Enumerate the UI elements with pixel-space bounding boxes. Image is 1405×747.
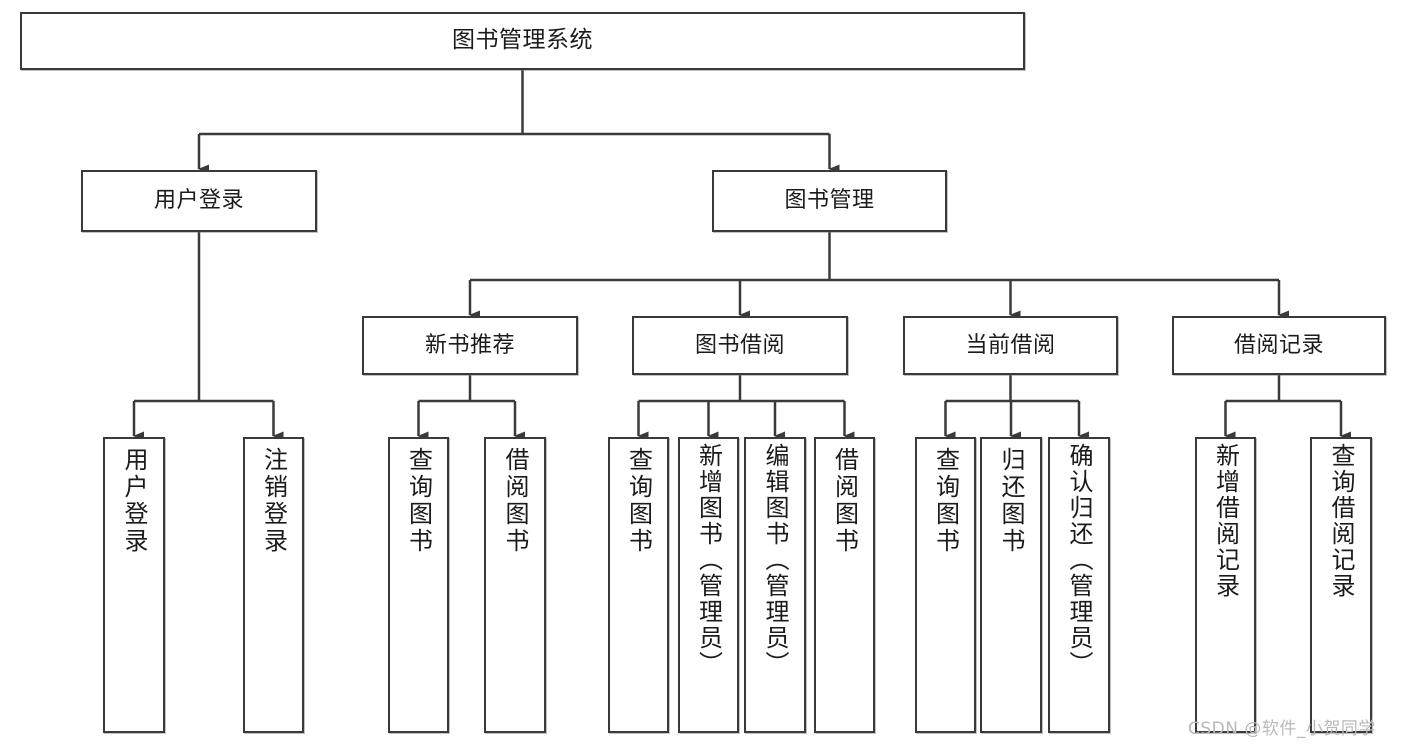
node-label: 查询图书 [624,447,653,555]
node-label: 用户登录 [120,447,148,555]
node-leaf-user-login[interactable]: 用户登录 [103,437,165,733]
node-label: 查询图书 [931,447,960,555]
node-label: 新增借阅记录 [1211,443,1240,599]
node-leaf-user-logout[interactable]: 注销登录 [243,437,304,733]
node-leaf-record-query[interactable]: 查询借阅记录 [1310,437,1372,733]
node-borrow-record[interactable]: 借阅记录 [1172,316,1386,375]
node-root[interactable]: 图书管理系统 [20,12,1025,70]
connector-lines [132,70,1351,441]
node-label: 借阅图书 [501,447,529,555]
node-label: 归还图书 [997,447,1025,555]
node-leaf-record-add[interactable]: 新增借阅记录 [1195,437,1256,733]
node-label: 当前借阅 [965,332,1056,358]
node-label: 新书推荐 [424,332,515,358]
node-label: 新增图书（管理员） [694,443,723,677]
node-leaf-borrow-add[interactable]: 新增图书（管理员） [678,437,739,733]
node-leaf-borrow-lend[interactable]: 借阅图书 [814,437,875,733]
watermark-text: CSDN @软件_小贺同学 [1188,719,1376,739]
node-label: 图书管理系统 [452,27,593,54]
node-leaf-current-return[interactable]: 归还图书 [980,437,1042,733]
node-leaf-borrow-query[interactable]: 查询图书 [608,437,669,733]
node-label: 查询图书 [404,447,433,555]
node-label: 查询借阅记录 [1327,443,1355,599]
node-current-borrow[interactable]: 当前借阅 [903,316,1118,375]
node-book-borrow[interactable]: 图书借阅 [632,316,848,375]
node-leaf-borrow-edit[interactable]: 编辑图书（管理员） [744,437,806,733]
node-leaf-current-confirm[interactable]: 确认归还（管理员） [1048,437,1110,733]
node-new-book-rec[interactable]: 新书推荐 [362,316,578,375]
node-label: 图书借阅 [694,332,785,358]
node-label: 注销登录 [259,447,288,555]
node-book-manage[interactable]: 图书管理 [712,170,947,232]
node-label: 借阅记录 [1233,332,1324,358]
node-label: 图书管理 [784,188,875,214]
node-leaf-rec-borrow[interactable]: 借阅图书 [484,437,546,733]
node-user-login[interactable]: 用户登录 [81,170,317,232]
node-leaf-rec-query[interactable]: 查询图书 [388,437,449,733]
node-label: 用户登录 [153,188,244,214]
node-label: 确认归还（管理员） [1065,443,1093,677]
node-leaf-current-query[interactable]: 查询图书 [915,437,976,733]
node-label: 编辑图书（管理员） [761,443,789,677]
node-label: 借阅图书 [830,447,859,555]
